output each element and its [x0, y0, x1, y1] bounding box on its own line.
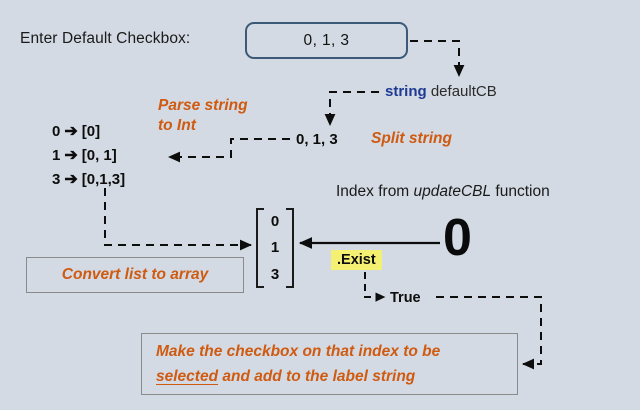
right-arrow-icon: ➔: [64, 123, 78, 140]
enter-default-checkbox-label: Enter Default Checkbox:: [20, 30, 191, 47]
mapping-value: [0]: [81, 123, 101, 140]
index-caption-prefix: Index from: [336, 183, 414, 200]
mapping-key: 3: [52, 171, 61, 188]
convert-list-label: Convert list to array: [61, 266, 209, 283]
parse-mapping-list: 0➔[0] 1➔[0, 1] 3➔[0,1,3]: [52, 120, 125, 192]
index-caption-suffix: function: [491, 183, 550, 200]
variable-keyword: string: [385, 83, 427, 100]
index-source-caption: Index from updateCBL function: [336, 183, 550, 201]
index-caption-function: updateCBL: [413, 183, 492, 200]
connector-exist-to-true: [364, 272, 386, 302]
make-checkbox-rest: and add to the label string: [218, 368, 416, 385]
variable-name: defaultCB: [426, 83, 497, 100]
make-checkbox-line-2: selected and add to the label string: [156, 364, 440, 389]
split-values-text: 0, 1, 3: [296, 131, 338, 148]
make-checkbox-box: Make the checkbox on that index to be se…: [141, 333, 518, 395]
index-value: 0: [443, 209, 472, 267]
exist-method-badge: .Exist: [331, 250, 382, 270]
convert-list-box: Convert list to array: [26, 257, 244, 293]
mapping-key: 1: [52, 147, 61, 164]
array-item: 1: [270, 239, 280, 257]
mapping-row: 3➔[0,1,3]: [52, 168, 125, 192]
checkbox-index-array: 0 1 3: [256, 208, 294, 288]
mapping-value: [0, 1]: [81, 147, 117, 164]
annotation-split-string: Split string: [371, 130, 452, 147]
connector-split-to-parse: [168, 138, 290, 163]
right-arrow-icon: ➔: [64, 147, 78, 164]
mapping-row: 1➔[0, 1]: [52, 144, 125, 168]
make-checkbox-underlined: selected: [156, 368, 219, 385]
variable-declaration: string defaultCB: [385, 83, 497, 100]
default-checkbox-input-value: 0, 1, 3: [303, 31, 350, 49]
connector-list-to-array: [104, 188, 252, 251]
bracket-right-icon: [286, 208, 294, 288]
annotation-parse-string: Parse string to Int: [158, 97, 248, 134]
right-arrow-icon: ➔: [64, 171, 78, 188]
mapping-key: 0: [52, 123, 61, 140]
mapping-value: [0,1,3]: [81, 171, 126, 188]
array-items: 0 1 3: [256, 208, 294, 288]
make-checkbox-line-1: Make the checkbox on that index to be: [156, 343, 441, 360]
make-checkbox-text: Make the checkbox on that index to be se…: [156, 339, 440, 389]
connector-input-to-variable: [410, 40, 465, 77]
bracket-left-icon: [256, 208, 264, 288]
connector-variable-to-split: [324, 91, 379, 126]
true-branch-label: True: [390, 290, 421, 306]
array-item: 3: [270, 266, 280, 284]
array-item: 0: [270, 212, 280, 230]
default-checkbox-input[interactable]: 0, 1, 3: [245, 22, 408, 59]
mapping-row: 0➔[0]: [52, 120, 125, 144]
